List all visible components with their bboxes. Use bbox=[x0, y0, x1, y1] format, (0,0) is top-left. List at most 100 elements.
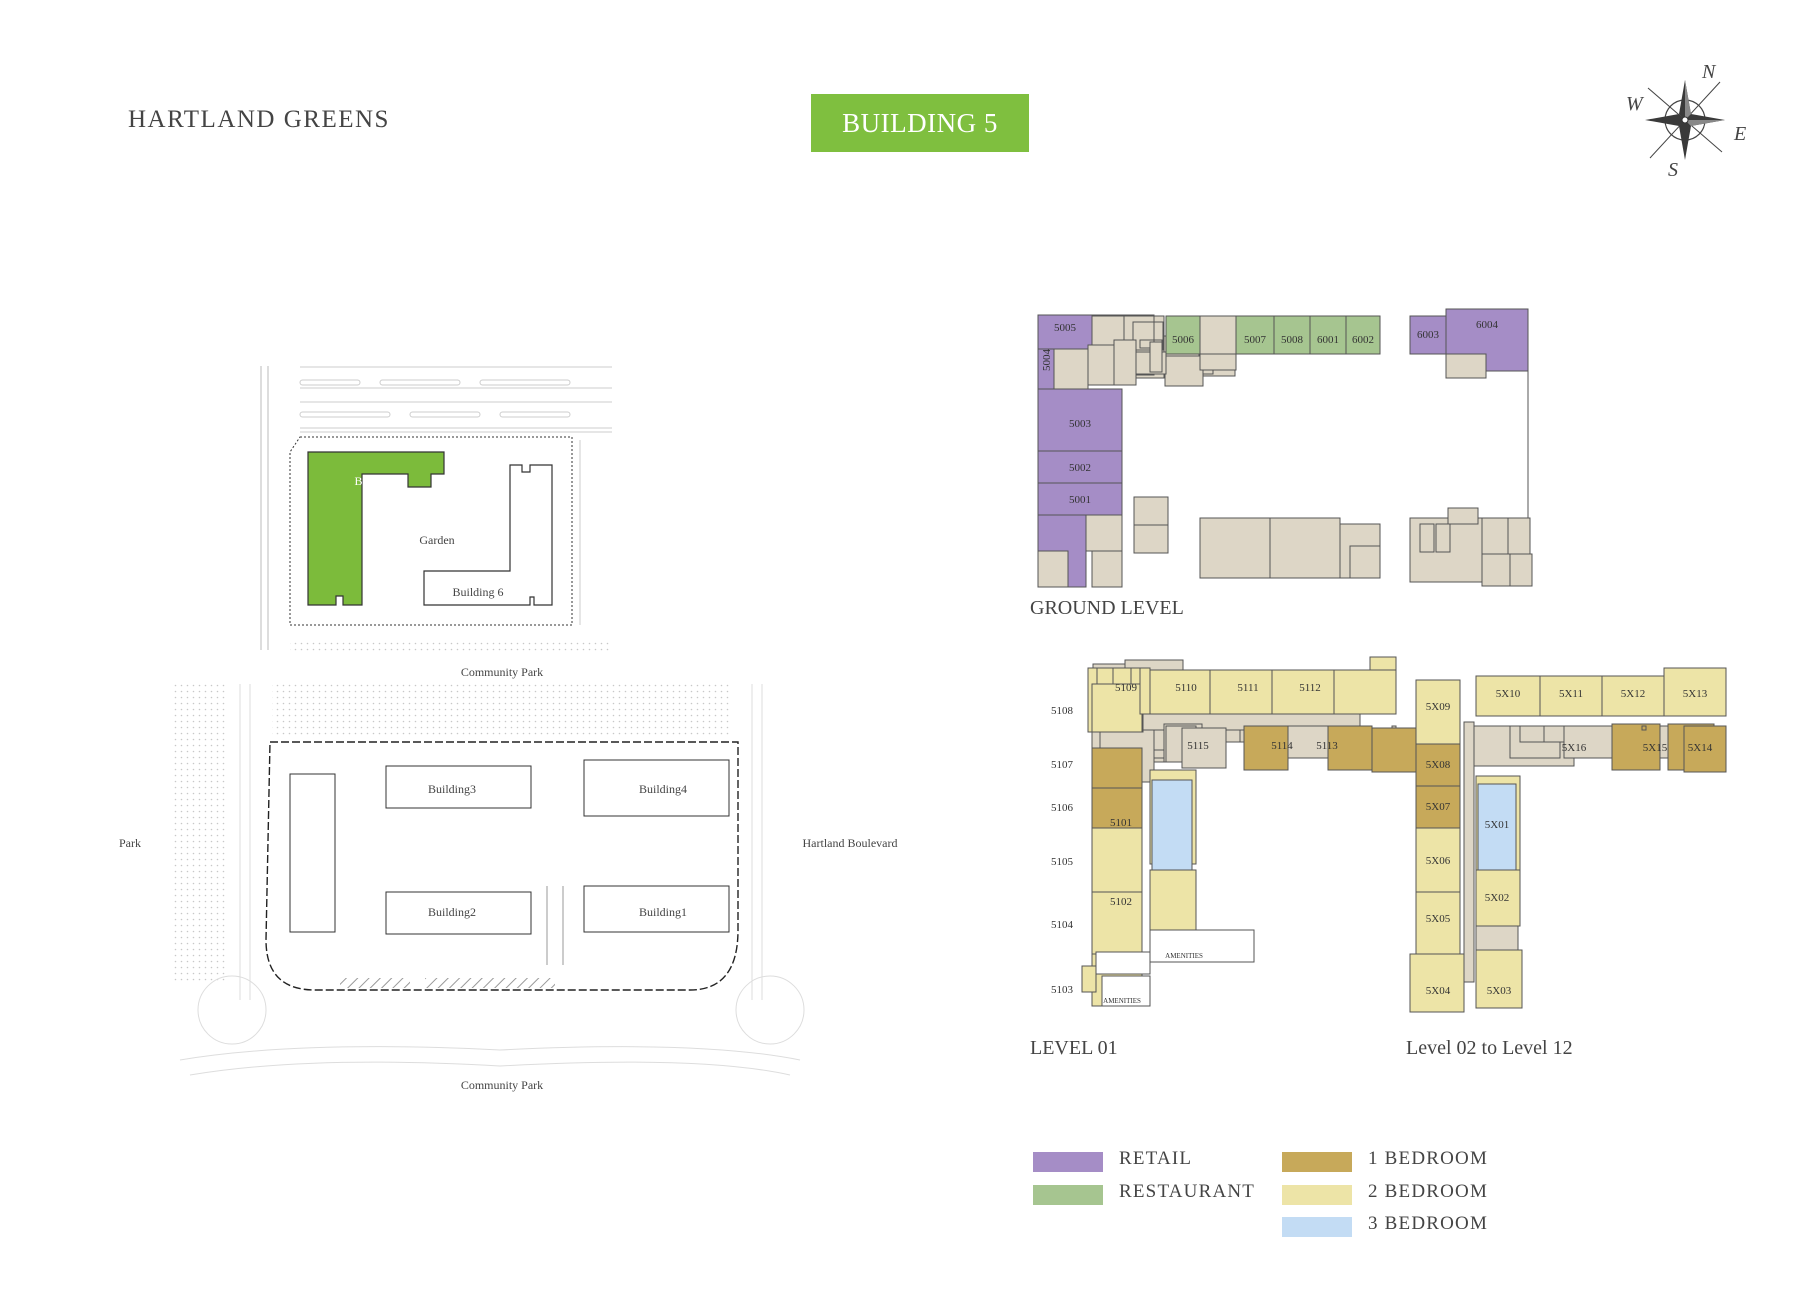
unit-5x01[interactable] bbox=[1477, 783, 1517, 871]
label-5113: 5113 bbox=[1316, 740, 1338, 752]
unit-6003[interactable] bbox=[1409, 315, 1447, 355]
unit-5113[interactable] bbox=[1371, 727, 1417, 773]
label-5x06: 5X06 bbox=[1426, 855, 1451, 867]
legend-retail-swatch bbox=[1033, 1152, 1103, 1172]
community-park-bottom: Community Park bbox=[461, 1078, 543, 1092]
label-5x11: 5X11 bbox=[1559, 688, 1583, 700]
label-5101: 5101 bbox=[1110, 817, 1132, 829]
unit-5007[interactable] bbox=[1235, 315, 1275, 355]
label-5107: 5107 bbox=[1051, 759, 1074, 771]
unit-5x12[interactable] bbox=[1601, 675, 1665, 717]
label-5x04: 5X04 bbox=[1426, 985, 1451, 997]
label-5x10: 5X10 bbox=[1496, 688, 1521, 700]
unit-5x02[interactable] bbox=[1475, 869, 1521, 927]
garden-label: Garden bbox=[419, 533, 454, 547]
level02-unit-labels: 5X10 5X11 5X12 5X13 5X09 5X08 5X07 5X16 … bbox=[1426, 688, 1713, 997]
legend-restaurant-swatch bbox=[1033, 1185, 1103, 1205]
label-5x15: 5X15 bbox=[1643, 742, 1668, 754]
legend-restaurant-label: RESTAURANT bbox=[1119, 1181, 1256, 1202]
building6-label: Building 6 bbox=[452, 585, 503, 599]
unit-5107[interactable] bbox=[1091, 747, 1143, 789]
unit-5102[interactable] bbox=[1149, 869, 1197, 931]
unit-5x13[interactable] bbox=[1663, 667, 1727, 717]
label-5112: 5112 bbox=[1299, 682, 1321, 694]
label-5109: 5109 bbox=[1115, 682, 1138, 694]
unit-5115[interactable] bbox=[1243, 725, 1289, 771]
unit-6001[interactable] bbox=[1309, 315, 1347, 355]
unit-5x05[interactable] bbox=[1415, 891, 1461, 955]
lower-site: Building3 Building4 Building2 Building1 … bbox=[119, 684, 897, 1092]
unit-5110[interactable] bbox=[1209, 669, 1273, 715]
unit-5x06[interactable] bbox=[1415, 827, 1461, 893]
label-5x13: 5X13 bbox=[1683, 688, 1708, 700]
compass-rose-icon: N E S W bbox=[1626, 61, 1746, 181]
label-5001: 5001 bbox=[1069, 494, 1091, 506]
compass-east: E bbox=[1733, 123, 1746, 145]
legend-3bed-swatch bbox=[1282, 1217, 1352, 1237]
compass-north: N bbox=[1701, 61, 1717, 83]
unit-5x08[interactable] bbox=[1415, 743, 1461, 787]
label-5007: 5007 bbox=[1244, 334, 1267, 346]
unit-6002[interactable] bbox=[1345, 315, 1381, 355]
label-6003: 6003 bbox=[1417, 329, 1440, 341]
label-5102: 5102 bbox=[1110, 896, 1132, 908]
unit-5112[interactable] bbox=[1333, 669, 1397, 715]
label-5006: 5006 bbox=[1172, 334, 1195, 346]
label-5108: 5108 bbox=[1051, 705, 1074, 717]
label-5104: 5104 bbox=[1051, 919, 1074, 931]
unit-5105[interactable] bbox=[1091, 827, 1143, 893]
unit-5x07[interactable] bbox=[1415, 785, 1461, 829]
building4-label: Building4 bbox=[639, 782, 687, 796]
unit-5101[interactable] bbox=[1151, 779, 1193, 871]
label-5x03: 5X03 bbox=[1487, 985, 1512, 997]
label-6002: 6002 bbox=[1352, 334, 1374, 346]
unit-5002[interactable] bbox=[1037, 450, 1123, 484]
label-5114: 5114 bbox=[1271, 740, 1293, 752]
unit-5106[interactable] bbox=[1091, 787, 1143, 829]
building1-label: Building1 bbox=[639, 905, 687, 919]
legend-1bed-label: 1 BEDROOM bbox=[1368, 1148, 1489, 1169]
unit-5x09[interactable] bbox=[1415, 679, 1461, 745]
building2-label: Building2 bbox=[428, 905, 476, 919]
unit-5x03[interactable] bbox=[1475, 949, 1523, 1009]
label-5105: 5105 bbox=[1051, 856, 1074, 868]
unit-5001[interactable] bbox=[1037, 482, 1123, 516]
building-badge[interactable]: BUILDING 5 bbox=[811, 94, 1029, 152]
label-5003: 5003 bbox=[1069, 418, 1092, 430]
unit-5104[interactable] bbox=[1091, 891, 1143, 955]
unit-5x04[interactable] bbox=[1409, 953, 1465, 1013]
compass-west: W bbox=[1626, 93, 1645, 115]
level02-plan bbox=[1409, 667, 1727, 1013]
label-5106: 5106 bbox=[1051, 802, 1074, 814]
compass-south: S bbox=[1668, 159, 1678, 181]
label-6001: 6001 bbox=[1317, 334, 1339, 346]
label-5x01: 5X01 bbox=[1485, 819, 1509, 831]
level01-plan bbox=[1081, 656, 1417, 1007]
unit-5x16[interactable] bbox=[1611, 723, 1661, 771]
label-5110: 5110 bbox=[1175, 682, 1197, 694]
label-5x16: 5X16 bbox=[1562, 742, 1587, 754]
unit-5008[interactable] bbox=[1273, 315, 1311, 355]
unit-5003[interactable] bbox=[1037, 388, 1123, 452]
ground-level-plan bbox=[1037, 308, 1533, 588]
ground-unit-labels: 5005 5004 5006 5007 5008 6001 6002 5003 … bbox=[1041, 319, 1499, 506]
unit-5x14[interactable] bbox=[1683, 725, 1727, 773]
unit-5006[interactable] bbox=[1165, 315, 1201, 355]
legend-2bed-label: 2 BEDROOM bbox=[1368, 1181, 1489, 1202]
brand-title: HARTLAND GREENS bbox=[128, 106, 390, 133]
legend-3bed-label: 3 BEDROOM bbox=[1368, 1213, 1489, 1234]
unit-5114[interactable] bbox=[1327, 725, 1373, 771]
label-5008: 5008 bbox=[1281, 334, 1304, 346]
label-6004: 6004 bbox=[1476, 319, 1499, 331]
ground-level-caption: GROUND LEVEL bbox=[1030, 597, 1184, 619]
unit-5111[interactable] bbox=[1271, 669, 1335, 715]
unit-5109[interactable] bbox=[1149, 669, 1211, 715]
legend-1bed-swatch bbox=[1282, 1152, 1352, 1172]
boulevard-label: Hartland Boulevard bbox=[803, 836, 898, 850]
unit-5005[interactable] bbox=[1037, 314, 1093, 350]
level01-caption: LEVEL 01 bbox=[1030, 1037, 1118, 1059]
upper-site: Building 5 Garden Building 6 Community P… bbox=[260, 366, 612, 679]
unit-5x10[interactable] bbox=[1475, 675, 1541, 717]
unit-5x11[interactable] bbox=[1539, 675, 1603, 717]
